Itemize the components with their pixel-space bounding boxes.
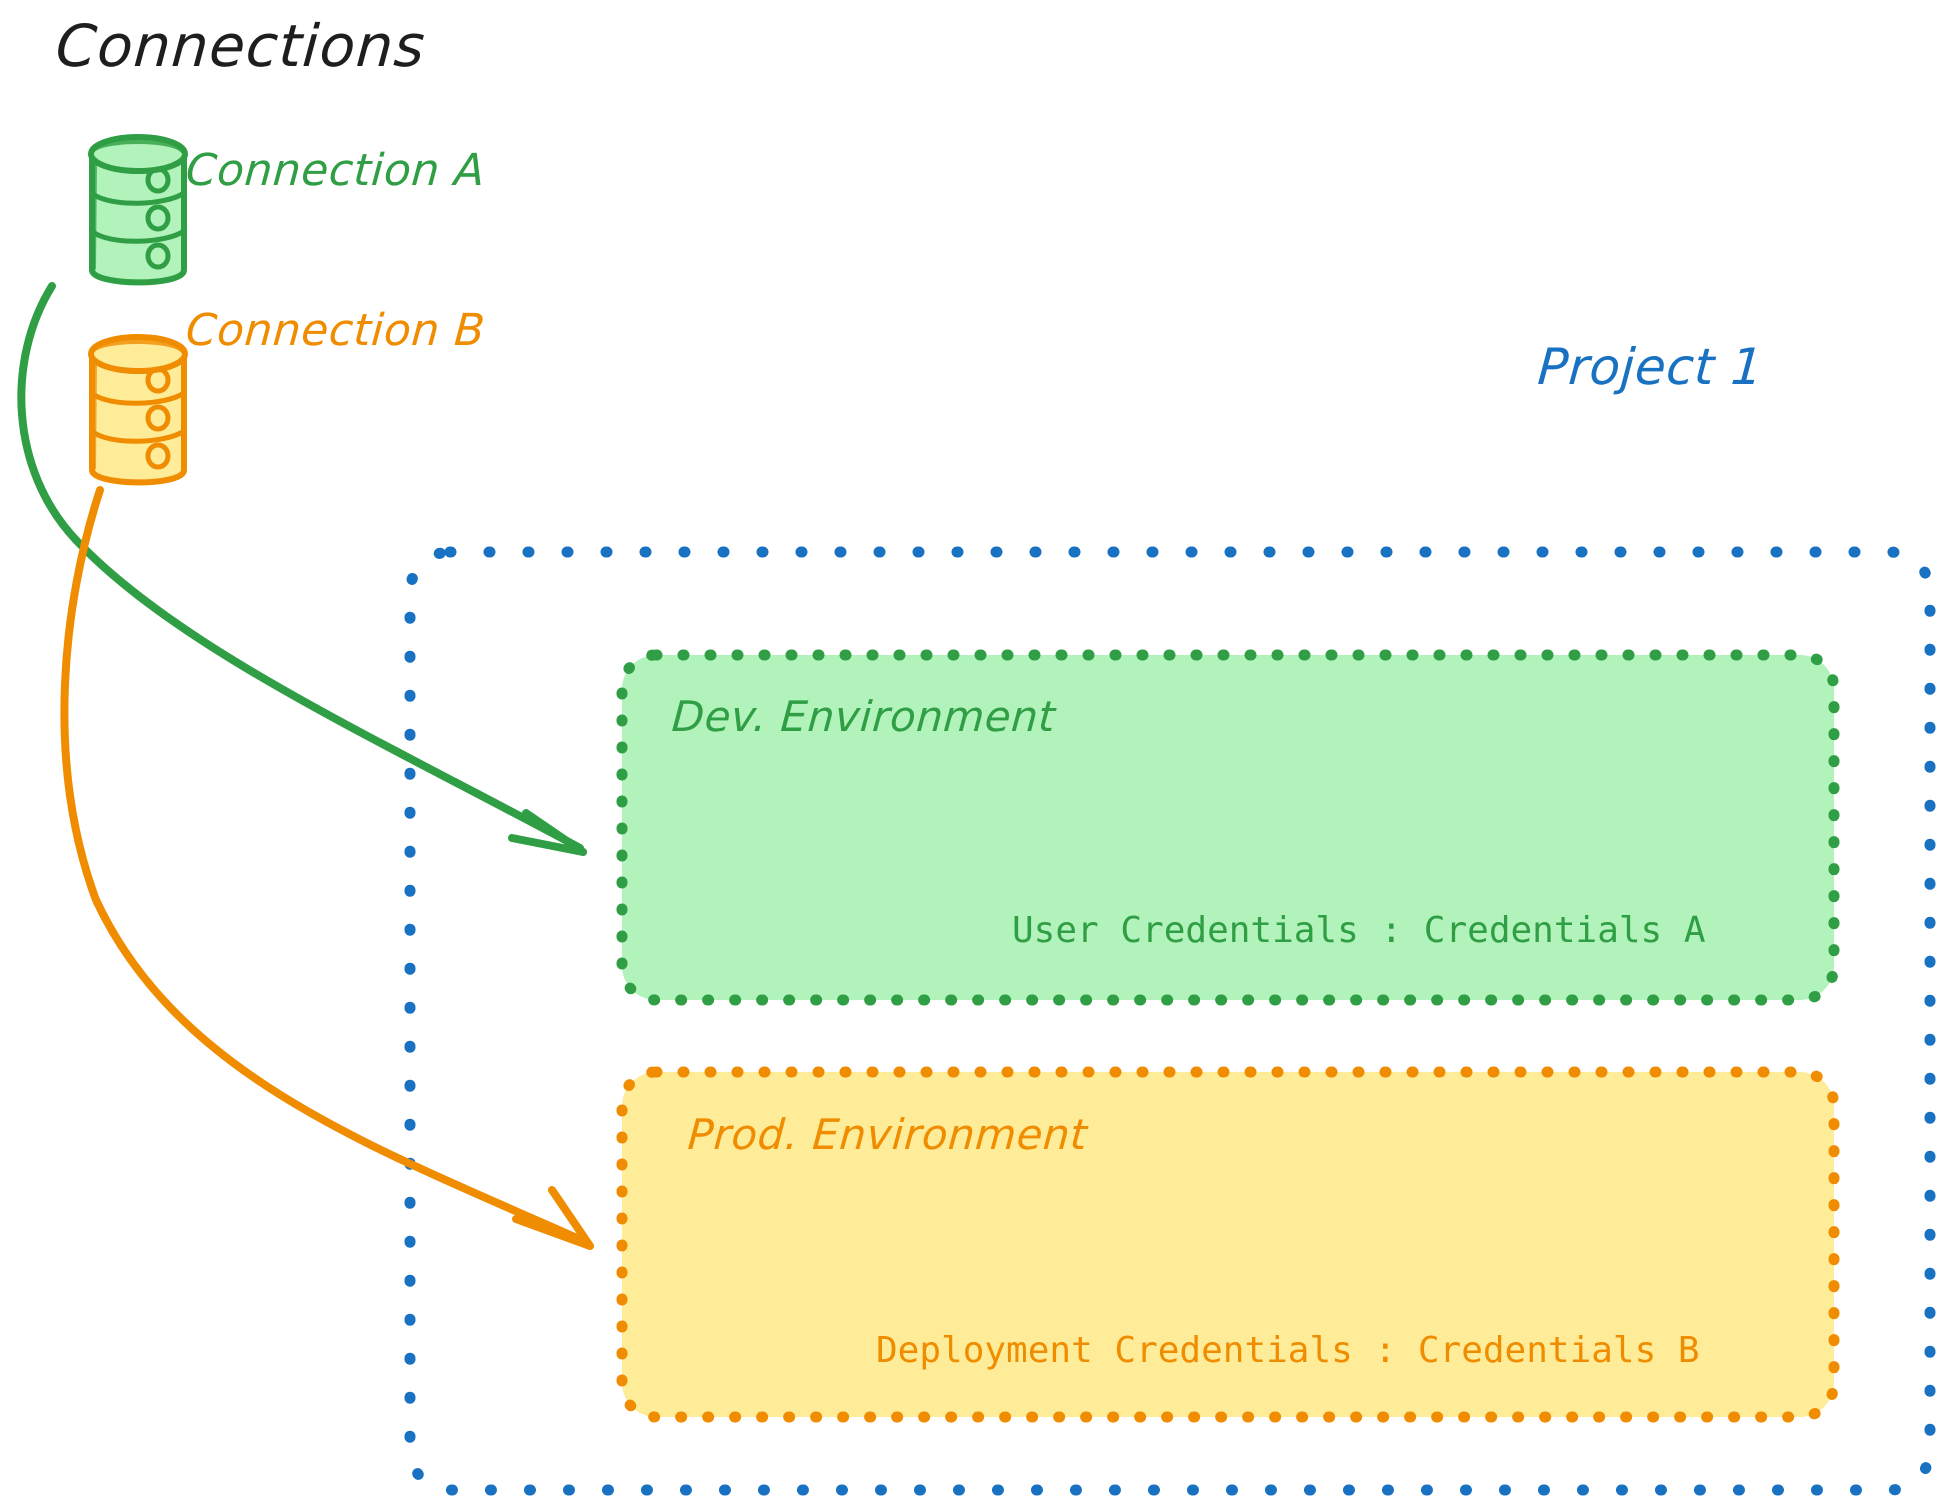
arrow-connection-a-to-dev — [17, 282, 587, 856]
page-title: Connections — [53, 12, 428, 80]
prod-environment-title: Prod. Environment — [686, 1110, 1089, 1159]
connection-b-label[interactable]: Connection B — [184, 305, 487, 356]
arrow-connection-b-to-prod — [60, 486, 594, 1250]
dev-environment-credentials: User Credentials : Credentials A — [1012, 910, 1706, 951]
connection-a-label[interactable]: Connection A — [184, 145, 487, 196]
prod-environment-box[interactable] — [616, 1066, 1840, 1423]
dev-environment-box[interactable] — [616, 649, 1840, 1006]
connection-b-database-icon[interactable] — [88, 334, 188, 486]
project-label: Project 1 — [1535, 338, 1766, 396]
connection-a-database-icon[interactable] — [88, 134, 188, 286]
dev-environment-title: Dev. Environment — [670, 692, 1058, 741]
prod-environment-credentials: Deployment Credentials : Credentials B — [876, 1330, 1700, 1371]
